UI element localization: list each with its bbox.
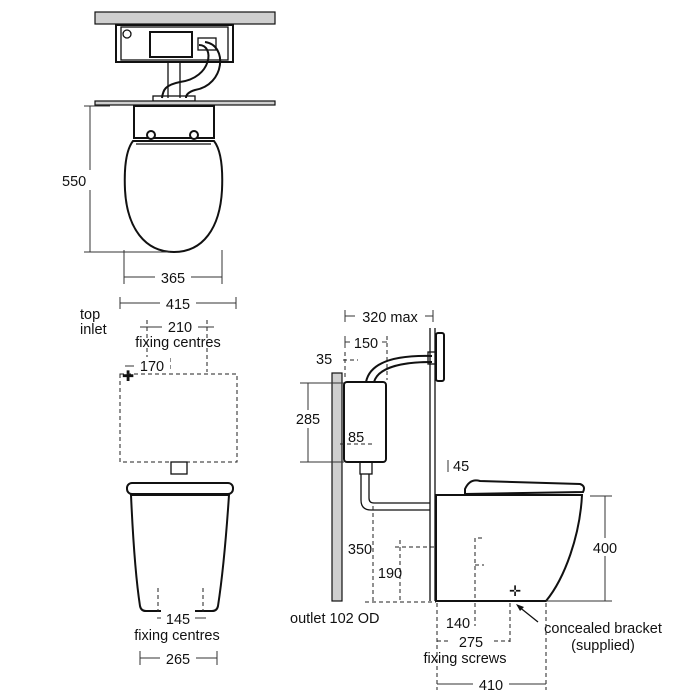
label-outlet: outlet 102 OD xyxy=(290,611,379,627)
back-wall xyxy=(331,372,343,602)
dim-front-width: 415 xyxy=(166,297,190,313)
dim-cistern-height: 285 xyxy=(296,412,320,428)
dim-cistern-depth: 150 xyxy=(354,336,378,352)
dim-inlet-height: 350 xyxy=(348,542,372,558)
cistern-hidden xyxy=(119,373,238,463)
pan-back xyxy=(133,105,215,139)
label-inlet: inlet xyxy=(80,322,107,338)
plan-view: 550 365 xyxy=(60,11,276,287)
bracket-icon: ✛ xyxy=(509,584,521,600)
display-panel xyxy=(149,31,193,58)
seat-front xyxy=(126,482,234,495)
label-fixing-centres-top: fixing centres xyxy=(135,335,220,351)
dim-plan-width: 365 xyxy=(161,271,185,287)
inlet-mark-icon: ✚ xyxy=(122,369,134,385)
floor-line xyxy=(94,100,276,106)
dim-seat-offset: 45 xyxy=(453,459,469,475)
front-view: 415 top inlet 210 fixing centres 170 ✚ 1… xyxy=(80,294,238,668)
seat-side xyxy=(464,479,585,496)
dim-outlet-offset: 85 xyxy=(348,430,364,446)
dim-pan-projection: 410 xyxy=(479,678,503,694)
dim-plan-depth: 550 xyxy=(62,174,86,190)
flush-plate xyxy=(435,332,445,382)
wall-top xyxy=(94,11,276,25)
dim-pan-height: 400 xyxy=(593,541,617,557)
arrow-icon xyxy=(516,604,524,611)
label-top: top xyxy=(80,307,100,323)
label-fixing-screws: fixing screws xyxy=(424,651,507,667)
dim-max-depth: 320 max xyxy=(362,310,418,326)
label-supplied: (supplied) xyxy=(571,638,635,654)
dim-outlet-height: 190 xyxy=(378,566,402,582)
cistern-side xyxy=(343,381,387,463)
dim-cistern-fixing: 210 xyxy=(168,320,192,336)
dim-fixing-offset: 140 xyxy=(446,616,470,632)
dim-wall-gap: 35 xyxy=(316,352,332,368)
side-view: 320 max 150 35 285 85 350 190 outlet 102… xyxy=(290,307,662,694)
pan-front xyxy=(129,494,231,612)
label-fixing-centres-bottom: fixing centres xyxy=(134,628,219,644)
dim-fixing-screws: 275 xyxy=(459,635,483,651)
label-concealed-bracket: concealed bracket xyxy=(544,621,662,637)
seat-plan xyxy=(123,140,224,254)
dim-inlet-offset: 170 xyxy=(140,359,164,375)
dim-pan-fixing: 145 xyxy=(166,612,190,628)
dim-base-width: 265 xyxy=(166,652,190,668)
